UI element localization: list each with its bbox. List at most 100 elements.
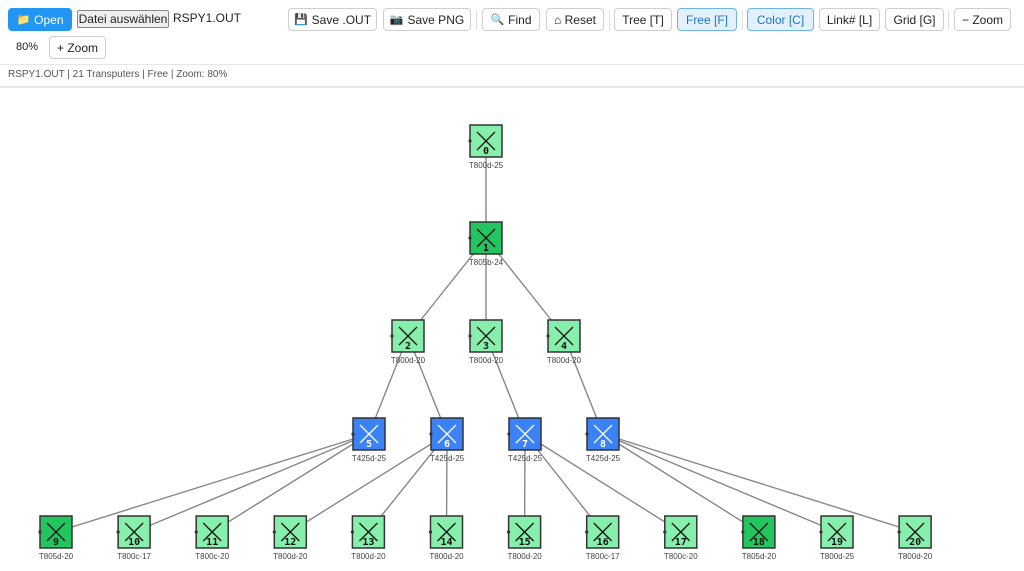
node-id: 6 (444, 439, 450, 450)
link-line (211, 433, 370, 533)
reset-button[interactable]: ⌂ Reset (546, 8, 604, 31)
node-type-label: T805d-20 (742, 552, 777, 561)
link-numbers-button[interactable]: Link# [L] (819, 8, 880, 31)
file-name: RSPY1.OUT (173, 11, 242, 25)
zoom-level: 80% (16, 41, 39, 53)
transputer-cross-icon (280, 522, 300, 542)
node-type-label: T800d-25 (820, 552, 855, 561)
transputer-cross-icon (398, 326, 418, 346)
link-port-icon (390, 334, 394, 338)
link-port-icon (194, 530, 198, 534)
node-id: 1 (483, 243, 489, 254)
node-type-label: T425d-25 (508, 454, 543, 463)
node-type-label: T800c-17 (117, 552, 151, 561)
divider (742, 10, 743, 30)
link-port-icon (585, 432, 589, 436)
link-line (55, 433, 370, 533)
node-type-label: T805b-24 (469, 258, 504, 267)
transputer-cross-icon (593, 424, 613, 444)
divider (476, 10, 477, 30)
open-button[interactable]: 📁Open (8, 8, 72, 31)
link-port-icon (350, 530, 354, 534)
transputer-cross-icon (476, 326, 496, 346)
node-id: 10 (128, 537, 140, 548)
link-line (524, 433, 682, 533)
transputer-cross-icon (515, 522, 535, 542)
zoom-out-button[interactable]: − Zoom (954, 8, 1011, 31)
link-port-icon (116, 530, 120, 534)
file-chooser-button[interactable]: Datei auswählen (77, 10, 169, 28)
transputer-cross-icon (905, 522, 925, 542)
save-png-button[interactable]: 📷Save PNG (383, 8, 471, 31)
color-toggle-button[interactable]: Color [C] (747, 8, 814, 31)
camera-icon: 📷 (389, 14, 404, 26)
divider (0, 86, 1024, 88)
transputer-cross-icon (749, 522, 769, 542)
node-box (586, 417, 620, 451)
link-line (602, 433, 838, 533)
open-label: Open (34, 12, 64, 27)
magnifier-icon: 🔍 (490, 14, 505, 26)
transputer-cross-icon (476, 131, 496, 151)
node-type-label: T805d-20 (39, 552, 74, 561)
transputer-cross-icon (827, 522, 847, 542)
status-text: RSPY1.OUT | 21 Transputers | Free | Zoom… (8, 69, 228, 80)
node-type-label: T800d-20 (547, 356, 582, 365)
link-port-icon (468, 139, 472, 143)
link-port-icon (468, 236, 472, 240)
node-type-label: T800d-20 (469, 356, 504, 365)
node-id: 14 (440, 537, 452, 548)
transputer-cross-icon (202, 522, 222, 542)
save-out-button[interactable]: 💾Save .OUT (288, 8, 377, 31)
link-port-icon (272, 530, 276, 534)
grid-toggle-button[interactable]: Grid [G] (885, 8, 944, 31)
link-line (602, 433, 760, 533)
find-label: Find (508, 12, 532, 27)
node-type-label: T800d-20 (351, 552, 386, 561)
transputer-cross-icon (515, 424, 535, 444)
link-port-icon (663, 530, 667, 534)
node-box (898, 515, 932, 549)
zoom-in-button[interactable]: + Zoom (49, 36, 106, 59)
link-line (289, 433, 448, 533)
node-type-label: T425d-25 (430, 454, 465, 463)
node-type-label: T800d-20 (507, 552, 542, 561)
transputer-cross-icon (46, 522, 66, 542)
link-port-icon (428, 530, 433, 534)
node-box (195, 515, 229, 549)
node-id: 18 (753, 537, 765, 548)
find-button[interactable]: 🔍Find (482, 8, 540, 31)
transputer-cross-icon (358, 522, 378, 542)
link-line (602, 433, 916, 533)
save-png-label: Save PNG (407, 12, 465, 27)
link-port-icon (38, 530, 42, 534)
node-id: 8 (600, 439, 606, 450)
link-port-icon (468, 334, 472, 338)
node-type-label: T800d-25 (469, 161, 504, 170)
tree-mode-button[interactable]: Tree [T] (614, 8, 672, 31)
link-line (133, 433, 370, 533)
free-mode-button[interactable]: Free [F] (677, 8, 737, 31)
